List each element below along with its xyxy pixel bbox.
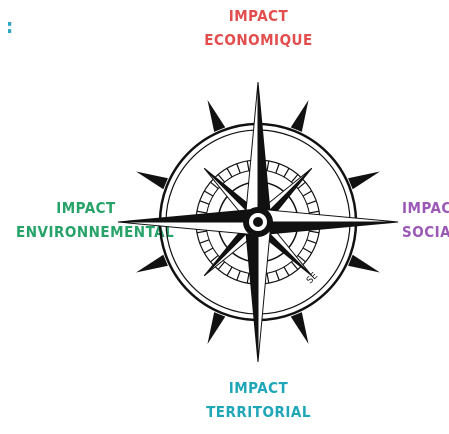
label-environnemental-line2: ENVIRONNEMENTAL: [16, 223, 175, 241]
compass-center-hub: [243, 207, 273, 237]
label-economique-line1: IMPACT: [228, 7, 289, 25]
compass-rose-illustration: SE: [117, 81, 399, 363]
compass-outer-spikes: [136, 100, 380, 344]
compass-direction-mark: SE: [305, 271, 320, 286]
label-territorial-line2: TERRITORIAL: [206, 403, 311, 421]
label-impact-territorial: IMPACT TERRITORIAL: [196, 376, 321, 424]
label-social-line2: SOCIAL: [402, 223, 449, 241]
label-impact-social: IMPACT SOCIAL: [402, 196, 449, 244]
compass-tick-band: [196, 160, 320, 284]
label-social-line1: IMPACT: [402, 199, 449, 217]
colon-mark: :: [6, 14, 14, 38]
label-impact-environnemental: IMPACT ENVIRONNEMENTAL: [16, 196, 175, 244]
label-environnemental-line1: IMPACT: [56, 199, 116, 217]
label-territorial-line1: IMPACT: [228, 379, 289, 397]
label-impact-economique: IMPACT ECONOMIQUE: [196, 4, 321, 52]
label-economique-line2: ECONOMIQUE: [204, 31, 313, 49]
